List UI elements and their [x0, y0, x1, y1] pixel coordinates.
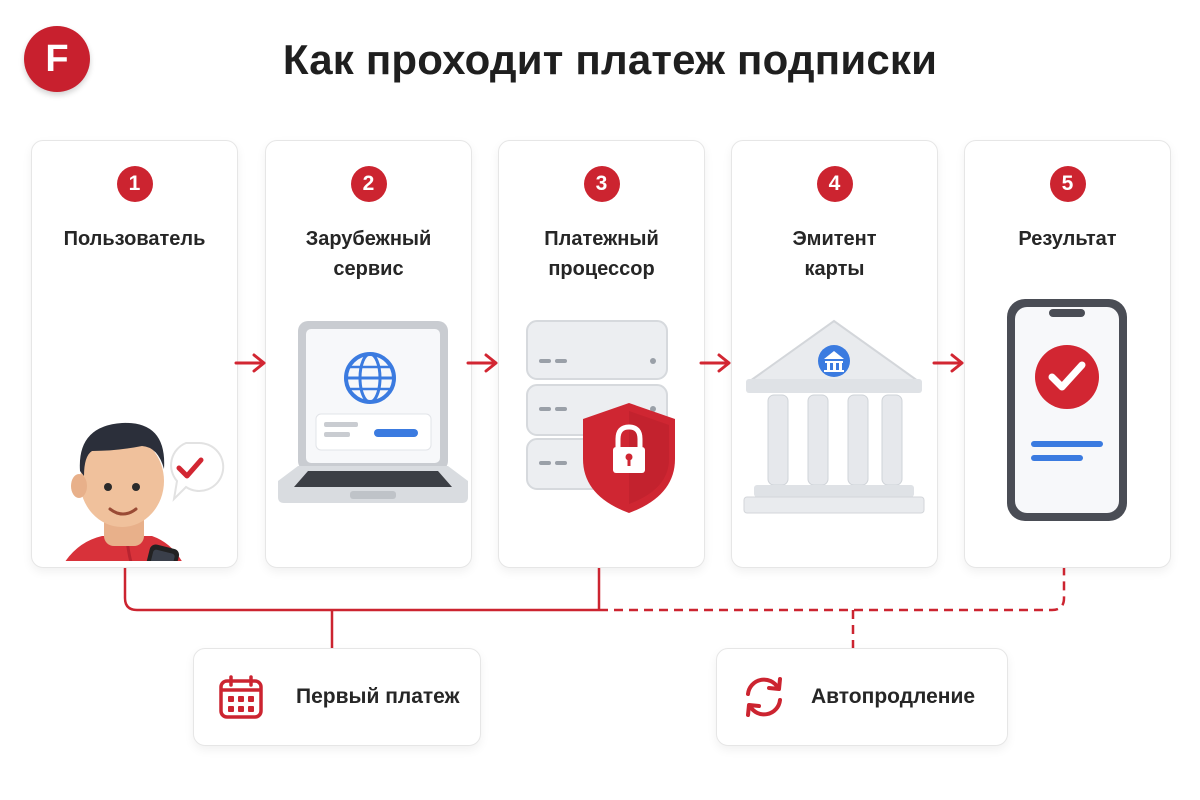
phone-check-icon: [1007, 299, 1127, 521]
step-card-5: 5 Результат: [964, 140, 1171, 568]
autorenewal-box: Автопродление: [716, 648, 1008, 746]
arrow-right-icon: [932, 353, 964, 373]
laptop-globe-icon: [278, 321, 468, 503]
arrow-right-icon: [234, 353, 266, 373]
step-label-5: Результат: [1018, 228, 1117, 250]
bank-building-icon: [743, 319, 925, 514]
step-number-2: 2: [350, 166, 387, 202]
autorenewal-connector: [599, 568, 1066, 648]
first-payment-connector: [123, 568, 601, 648]
first-payment-box: Первый платеж: [193, 648, 481, 746]
step-label-4: Эмитент карты: [792, 228, 877, 280]
step-number-4: 4: [816, 166, 853, 202]
step-number-5: 5: [1049, 166, 1086, 202]
autorenewal-label: Автопродление: [811, 685, 976, 708]
step-label-3: Платежный процессор: [544, 228, 659, 280]
step-label-1: Пользователь: [63, 228, 206, 250]
step-label-2: Зарубежный сервис: [305, 228, 432, 280]
brand-logo: F: [24, 26, 90, 92]
user-with-phone-icon: [65, 422, 225, 561]
step-card-2: 2 Зарубежный сервис: [265, 140, 472, 568]
arrow-right-icon: [699, 353, 731, 373]
server-shield-icon: [526, 320, 675, 513]
step-number-3: 3: [583, 166, 620, 202]
refresh-icon: [746, 677, 782, 717]
calendar-icon: [219, 675, 263, 719]
arrow-right-icon: [466, 353, 498, 373]
step-card-1: 1 Пользователь: [31, 140, 238, 568]
step-card-4: 4 Эмитент карты: [731, 140, 938, 568]
first-payment-label: Первый платеж: [296, 685, 460, 708]
brand-logo-letter: F: [45, 38, 69, 80]
step-number-1: 1: [116, 166, 153, 202]
page-title: Как проходит платеж подписки: [282, 36, 938, 83]
step-card-3: 3 Платежный процессор: [498, 140, 705, 568]
